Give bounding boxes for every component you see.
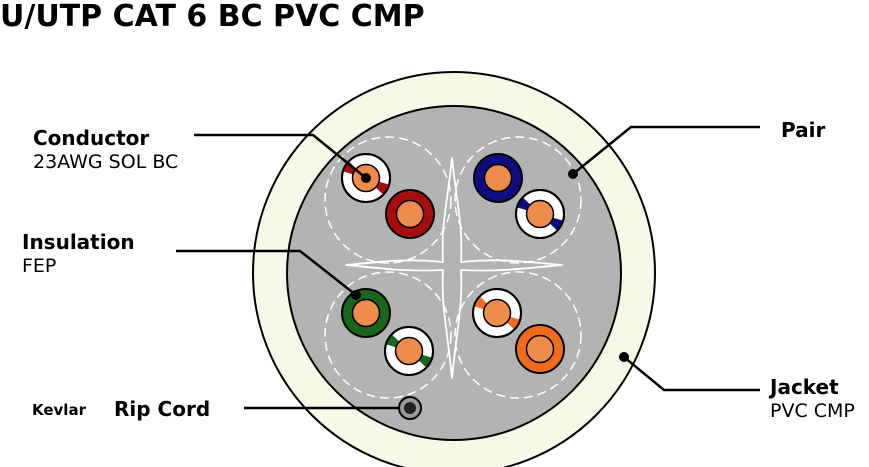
label-pair: Pair [781, 118, 825, 142]
pair-brown-solid-conductor [385, 189, 435, 239]
leader-pair-dot [568, 169, 578, 179]
label-rip-cord: Rip Cord [114, 397, 210, 421]
leader-insulation-dot [351, 290, 361, 300]
pair-blue-solid-conductor [473, 153, 523, 203]
pair-blue-striped-conductor [515, 189, 565, 239]
pair-outline-brown [324, 136, 452, 264]
pair-orange-solid-conductor [515, 324, 565, 374]
cross-separator [345, 157, 563, 379]
pair-green-striped-conductor [384, 326, 434, 376]
leader-insulation [176, 249, 357, 296]
label-insulation: Insulation [22, 230, 135, 254]
rip-cord [398, 396, 422, 420]
pair-outline-blue [454, 136, 582, 264]
leader-pair [572, 125, 760, 175]
pair-outline-orange [454, 271, 582, 399]
label-insulation-detail: FEP [22, 255, 56, 277]
pair-outlines [324, 136, 582, 399]
leader-lines [176, 125, 760, 410]
leader-conductor [194, 133, 367, 179]
diagram-title: U/UTP CAT 6 BC PVC CMP [0, 0, 425, 34]
leader-conductor-dot [361, 173, 371, 183]
leader-jacket-dot [619, 352, 629, 362]
label-kevlar: Kevlar [32, 401, 87, 419]
label-jacket: Jacket [768, 375, 839, 399]
leader-jacket [623, 356, 760, 392]
pair-green [341, 288, 434, 376]
pair-orange-striped-conductor [472, 288, 522, 338]
pair-green-solid-conductor [341, 288, 391, 338]
label-jacket-detail: PVC CMP [770, 400, 855, 422]
pair-blue [473, 153, 565, 239]
label-conductor-detail: 23AWG SOL BC [33, 151, 178, 173]
pair-orange [472, 288, 565, 374]
label-conductor: Conductor [33, 126, 149, 150]
pair-outline-green [324, 271, 452, 399]
